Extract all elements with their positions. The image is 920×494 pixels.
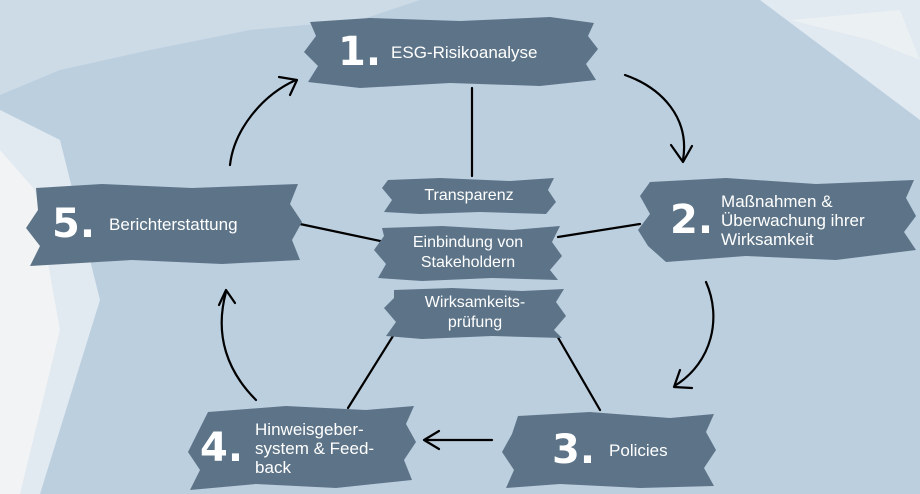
center-einbindung-label: Einbindung von Stakeholdern (412, 234, 524, 271)
arrow-1-to-2 (623, 73, 694, 164)
arrow-3-to-4 (422, 429, 494, 451)
step-2-label: Maßnahmen & Überwachung ihrer Wirksamkei… (721, 191, 865, 249)
center-wirksamkeit: Wirksamkeits-prüfung (382, 286, 568, 340)
step-5-number: 5. (52, 201, 96, 247)
arrow-2-to-3 (672, 280, 715, 390)
step-2-box: 2. Maßnahmen & Überwachung ihrer Wirksam… (636, 176, 918, 264)
step-3-box: 3. Policies (500, 410, 718, 490)
step-5-label: Berichterstattung (109, 214, 238, 234)
step-4-number: 4. (200, 425, 244, 471)
connector-line-4 (346, 326, 400, 410)
center-einbindung: Einbindung von Stakeholdern (372, 224, 564, 282)
step-4-box: 4. Hinweisgeber-system & Feed-back (186, 404, 418, 492)
connector-line-2 (556, 222, 642, 239)
step-1-box: 1. ESG-Risikoanalyse (300, 14, 600, 90)
step-1-number: 1. (338, 29, 382, 75)
center-wirksamkeit-label: Wirksamkeits-prüfung (424, 294, 526, 331)
arrow-4-to-5 (217, 288, 258, 402)
step-3-label: Policies (609, 440, 668, 460)
connector-line-3 (298, 222, 387, 244)
step-3-number: 3. (552, 427, 596, 473)
center-transparenz: Transparenz (380, 176, 558, 216)
step-1-label: ESG-Risikoanalyse (391, 42, 538, 62)
arrow-5-to-1 (228, 75, 299, 167)
step-5-box: 5. Berichterstattung (22, 180, 304, 268)
connector-line-5 (554, 332, 602, 412)
step-2-number: 2. (670, 197, 714, 243)
center-transparenz-label: Transparenz (424, 187, 514, 204)
step-4-label: Hinweisgeber-system & Feed-back (255, 419, 375, 477)
